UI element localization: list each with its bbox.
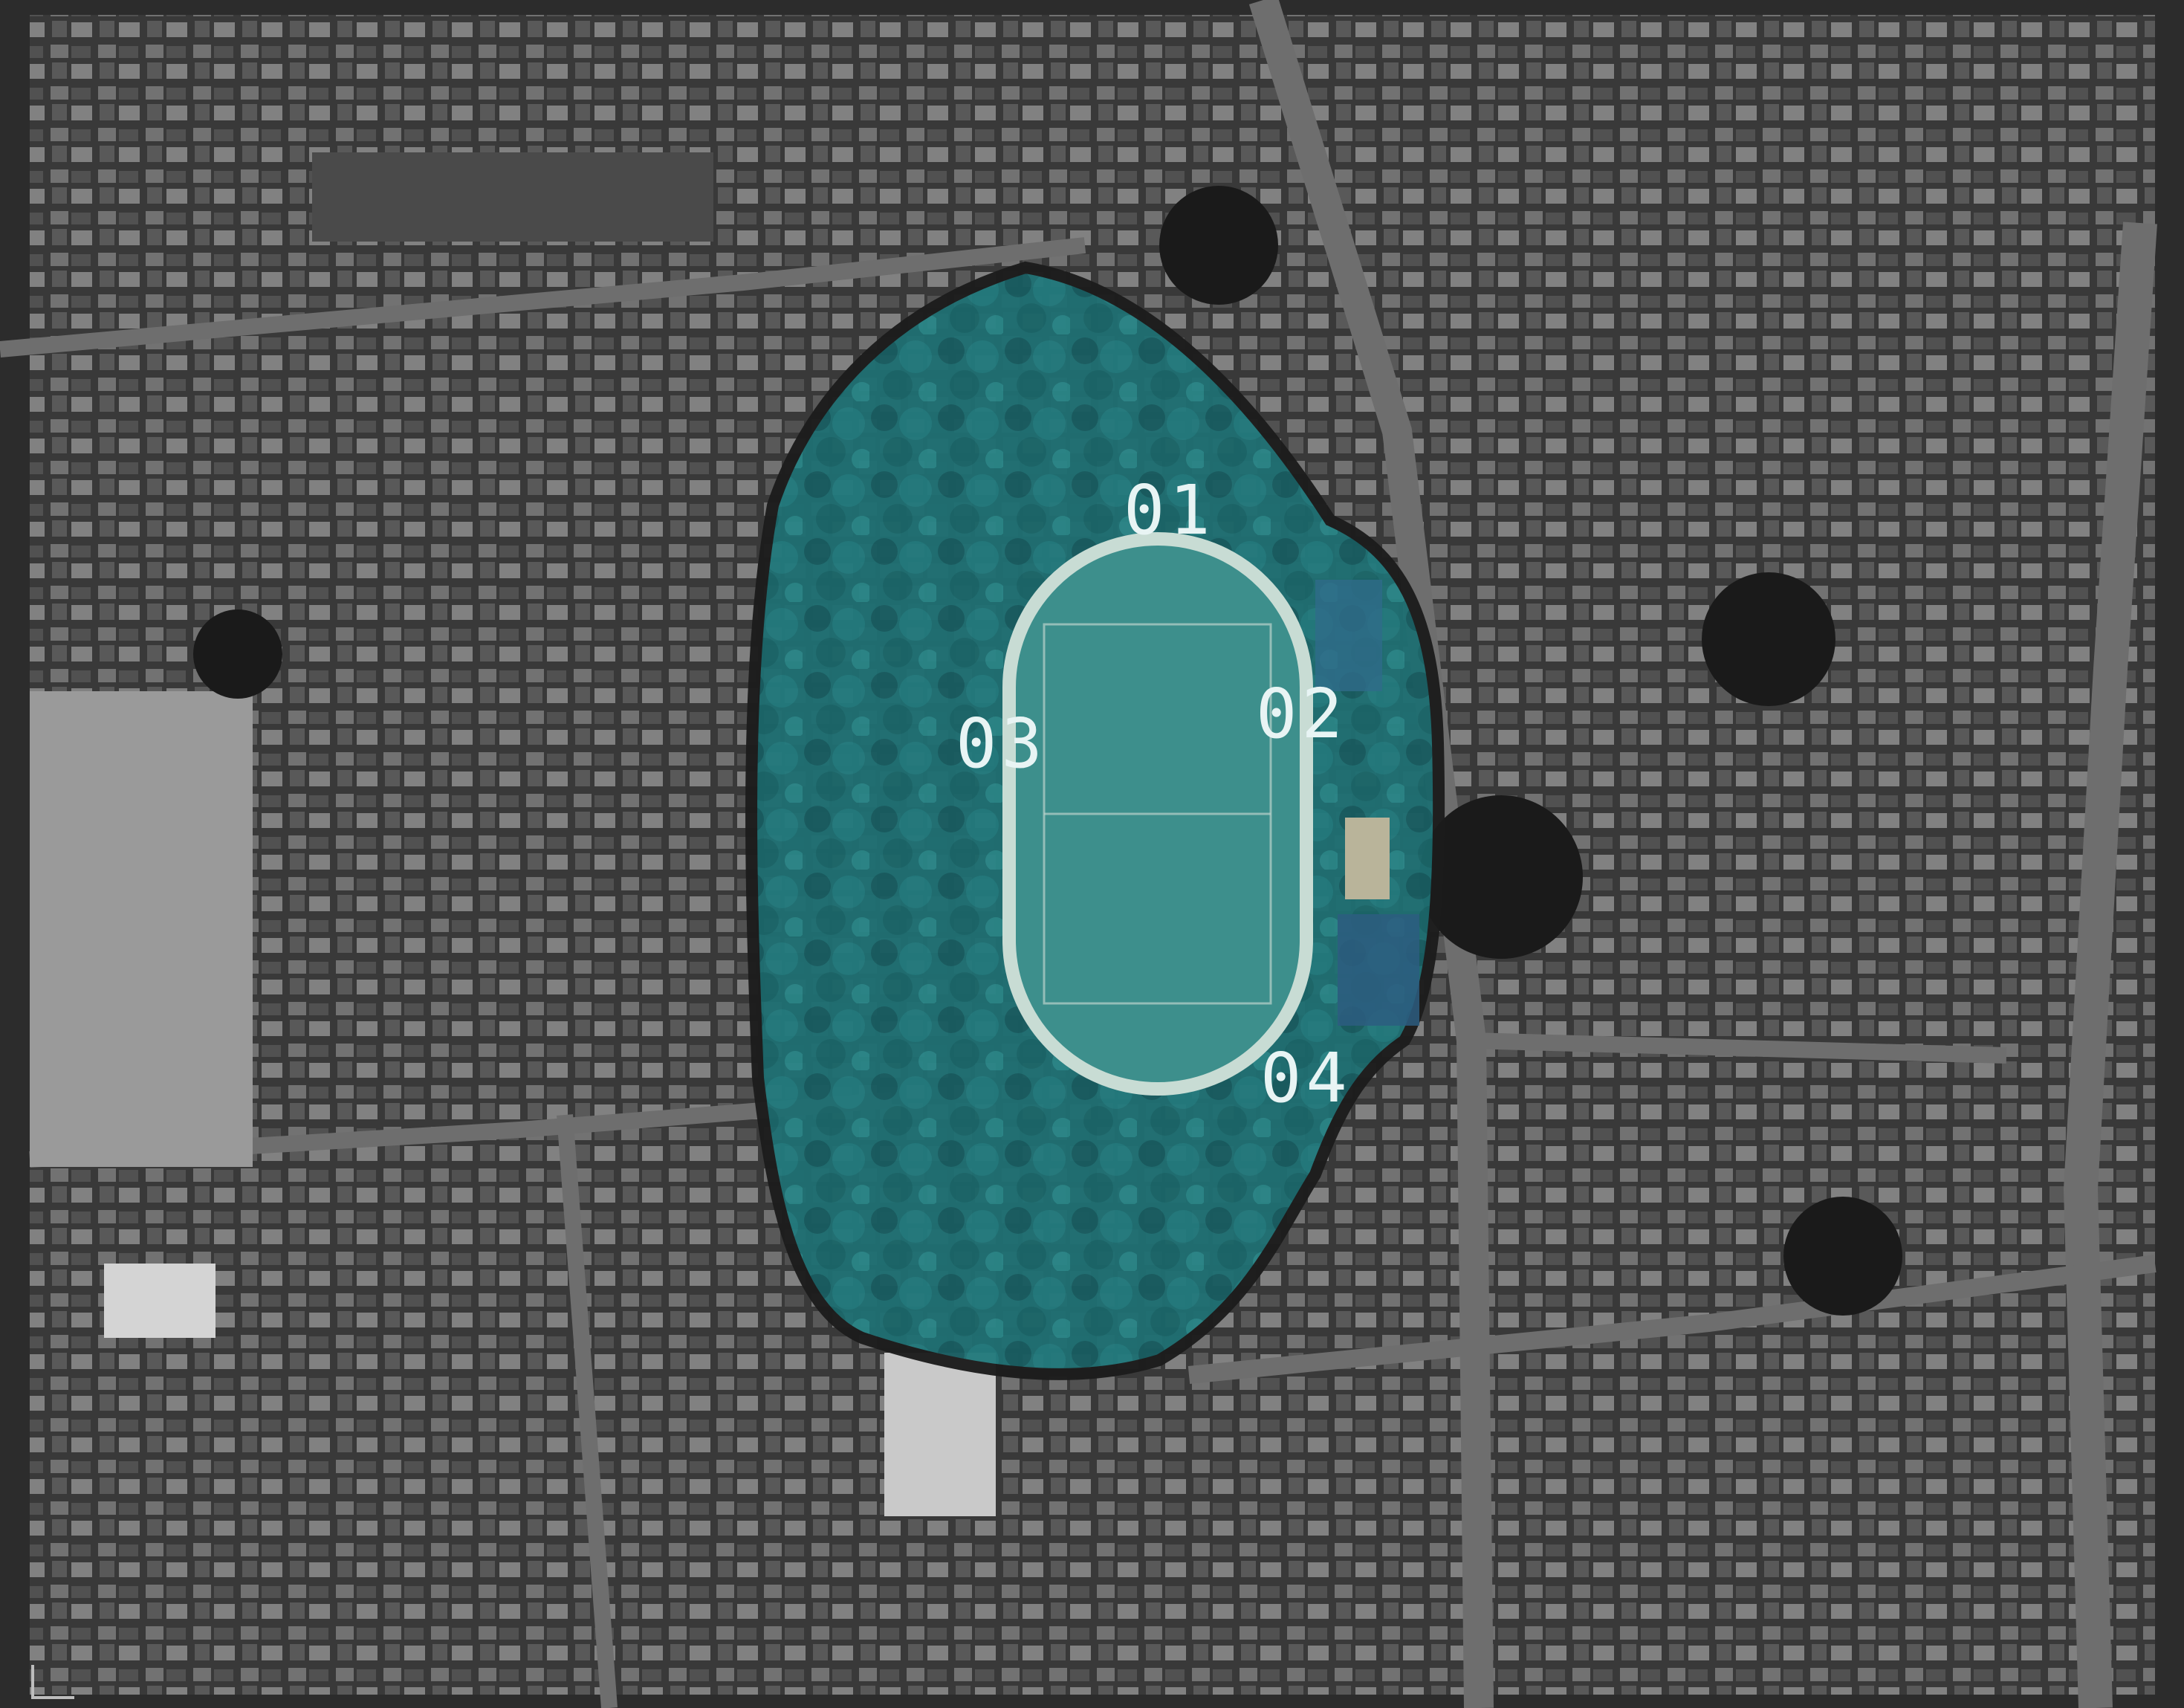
corner-marker — [31, 1665, 74, 1699]
tree-clusters — [193, 186, 1902, 1316]
zone-label-04: 04 — [1260, 1038, 1352, 1118]
sports-court-north — [1315, 580, 1382, 691]
zone-label-02: 02 — [1256, 674, 1347, 754]
long-building-north — [312, 152, 713, 242]
sports-court-south — [1338, 914, 1419, 1026]
sand-court — [1345, 818, 1390, 899]
school-building — [30, 691, 253, 1167]
zone-label-03: 03 — [956, 704, 1047, 783]
white-building — [104, 1264, 216, 1338]
zone-label-01: 01 — [1124, 470, 1215, 550]
church-building — [884, 1353, 996, 1516]
